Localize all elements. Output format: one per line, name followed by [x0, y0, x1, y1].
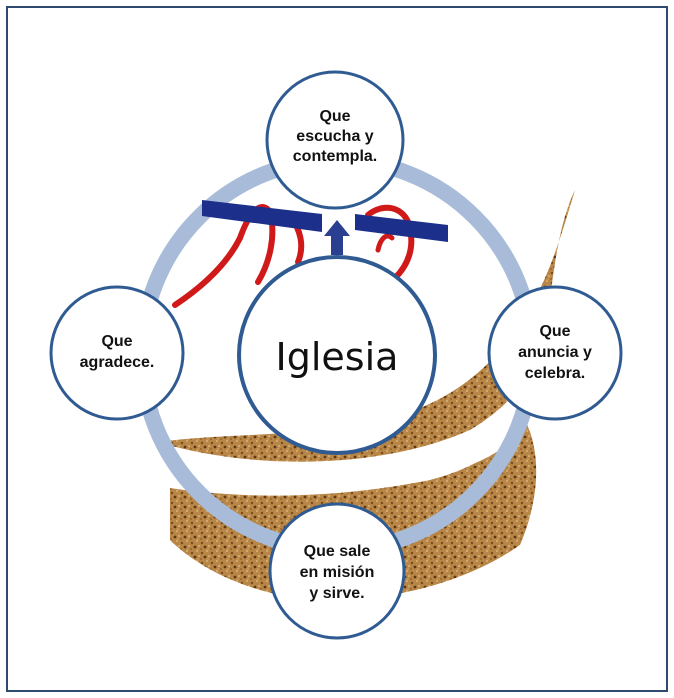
node-bottom-circle: [268, 502, 406, 640]
boat-hull: [158, 190, 575, 462]
center-label: Iglesia: [276, 335, 399, 379]
arrow-up: [324, 220, 350, 255]
red-ribbon-right-inner: [375, 233, 395, 253]
node-bottom: Que sale en misión y sirve.: [268, 502, 406, 640]
cross-bar-left: [202, 200, 322, 232]
node-bottom-line-3: y sirve.: [309, 585, 364, 602]
node-top-line-1: Que: [319, 108, 350, 125]
node-right-circle: [487, 285, 623, 421]
center-circle: [237, 255, 437, 455]
node-right-line-1: Que: [539, 323, 570, 340]
node-top: Que escucha y contempla.: [265, 70, 405, 210]
boat-stripe: [166, 422, 524, 491]
node-top-line-3: contempla.: [293, 148, 377, 165]
node-left-circle: [49, 285, 185, 421]
node-left-line-2: agradece.: [80, 354, 155, 371]
node-left-line-1: Que: [101, 333, 132, 350]
node-bottom-line-2: en misión: [300, 564, 375, 581]
node-right-line-3: celebra.: [525, 365, 585, 382]
node-left: Que agradece.: [49, 285, 185, 421]
cross-bar-right: [355, 214, 448, 242]
node-bottom-line-1: Que sale: [304, 543, 371, 560]
node-top-circle: [265, 70, 405, 210]
node-top-line-2: escucha y: [296, 128, 373, 145]
node-right: Que anuncia y celebra.: [487, 285, 623, 421]
node-right-line-2: anuncia y: [518, 344, 592, 361]
